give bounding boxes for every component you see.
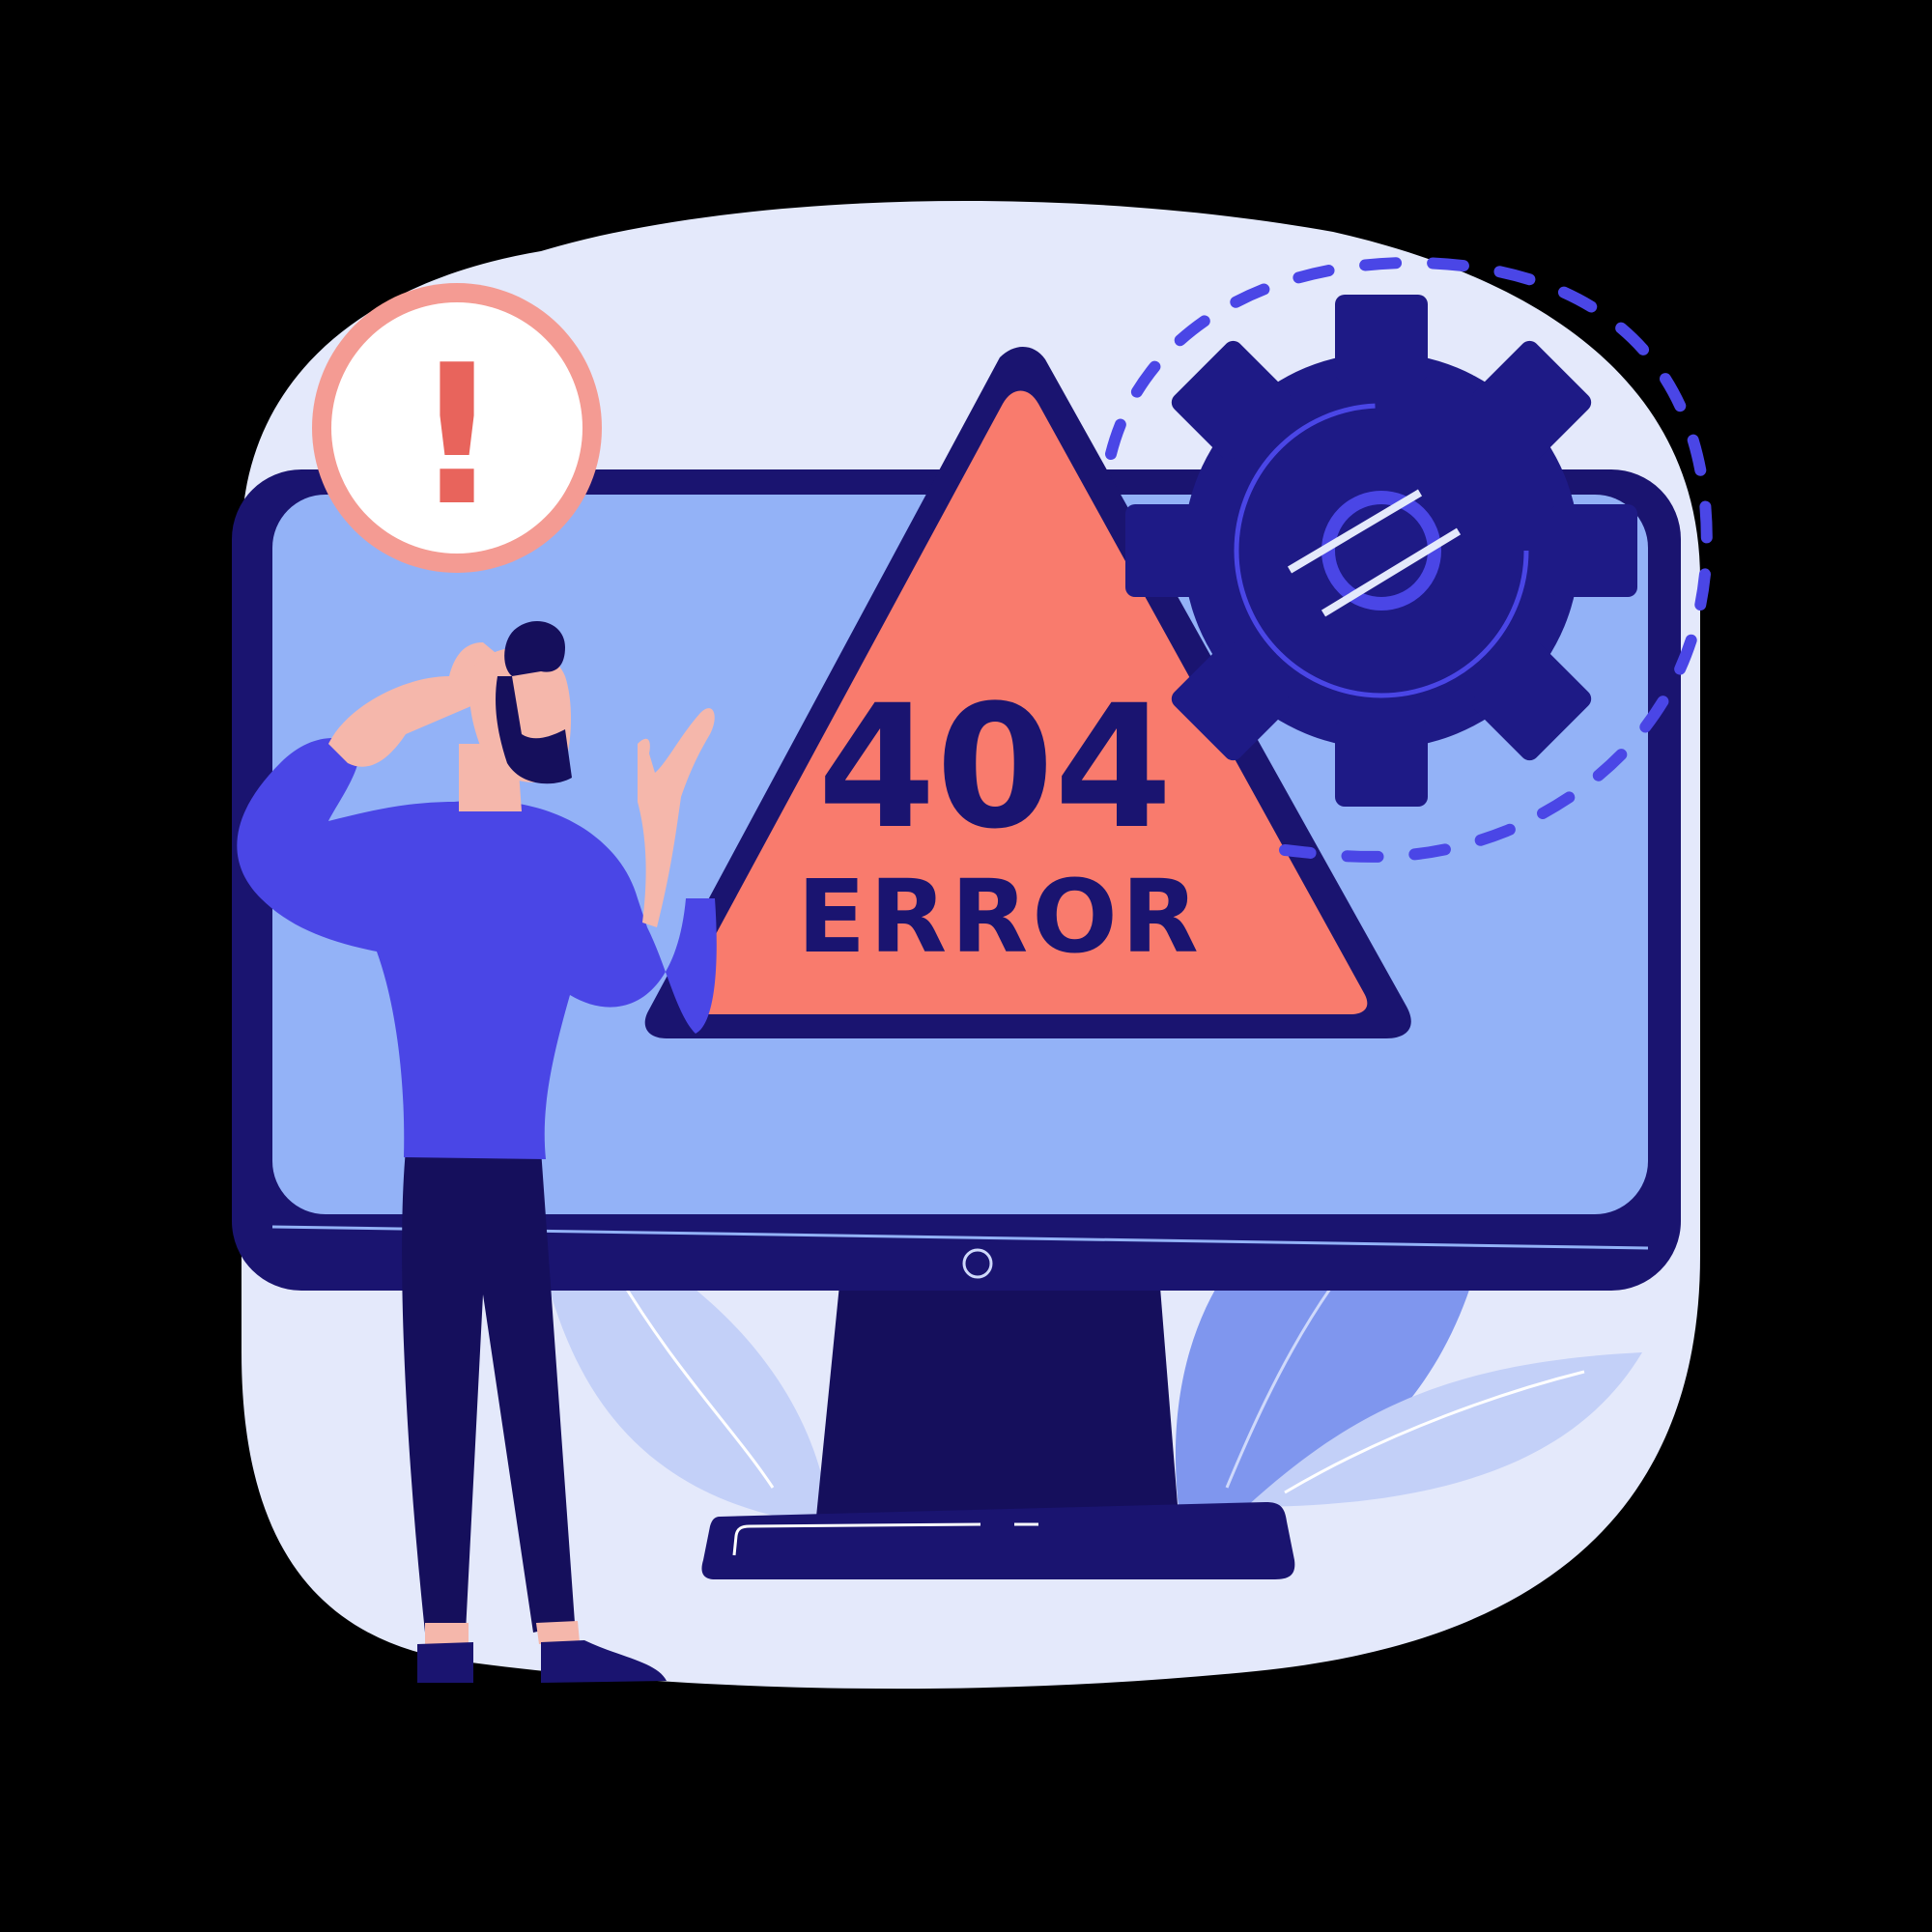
gear-wrench-icon (1125, 295, 1637, 807)
person-shirt (237, 738, 717, 1159)
person-hair (504, 620, 565, 676)
error-code: 404 (817, 668, 1172, 867)
leaf-left (541, 1236, 831, 1526)
power-button-icon[interactable] (962, 1248, 993, 1279)
confused-person (237, 620, 717, 1683)
person-pants (402, 1150, 575, 1633)
person-arm-head (328, 642, 512, 767)
exclamation-alert-icon: ! (312, 283, 602, 573)
person-hand (638, 708, 715, 927)
person-shoe-left (417, 1642, 473, 1683)
alert-mark: ! (412, 324, 500, 549)
monitor-stand (701, 1275, 1295, 1579)
error-label: ERROR (797, 858, 1203, 976)
person-beard (496, 676, 572, 784)
warning-triangle-icon: 404 ERROR (644, 346, 1411, 1038)
dashed-orbit (1105, 256, 1713, 863)
person-shoe-right (541, 1640, 667, 1683)
